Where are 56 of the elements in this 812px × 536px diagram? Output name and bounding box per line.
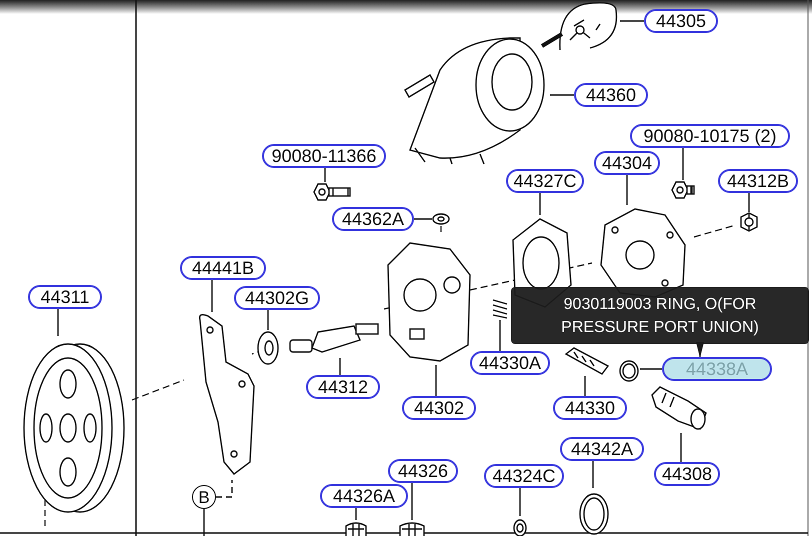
callout-number: 44305 [644, 9, 718, 33]
leader-line [57, 309, 59, 336]
callout-number: 90080-11366 [262, 144, 386, 168]
callout-number: 44311 [28, 285, 102, 309]
leader-line [211, 280, 213, 312]
callout-number: 44338A [662, 357, 772, 381]
callout-number: 44302G [234, 286, 320, 310]
callout-number: 44330 [553, 396, 627, 420]
callout-number: 44326 [388, 459, 458, 483]
callout-number: 44302 [402, 396, 476, 420]
callout-number: 44326A [320, 484, 408, 508]
callout-number: 44360 [574, 83, 648, 107]
callout-number: 90080-10175 (2) [630, 124, 790, 148]
callout-number: 44327C [506, 169, 584, 193]
callout-number: 44441B [180, 256, 266, 280]
tooltip: 9030119003 RING, O(FOR PRESSURE PORT UNION) [511, 287, 809, 344]
callout-number: 44304 [594, 151, 660, 175]
leader-line [626, 175, 628, 205]
leader-line [620, 20, 644, 22]
part-drawing [618, 360, 640, 382]
leader-line [682, 148, 684, 180]
leader-line [584, 376, 586, 396]
leader-line [339, 358, 341, 375]
leader-line [216, 480, 233, 498]
part-drawing [398, 520, 426, 536]
leader-line [748, 193, 750, 212]
callout-number: 44312B [718, 169, 798, 193]
part-drawing [256, 330, 280, 366]
part-drawing [740, 212, 758, 232]
leader-line [680, 433, 682, 462]
leader-line [435, 365, 437, 396]
callout-number: 44330A [470, 351, 550, 375]
leader-line [414, 218, 432, 220]
leader-line [550, 94, 574, 96]
leader-line [640, 368, 662, 370]
callout-number: 44312 [306, 375, 380, 399]
part-drawing [432, 212, 450, 226]
leader-line [519, 488, 521, 516]
part-drawing [540, 0, 620, 50]
leader-line [355, 508, 357, 520]
leader-line [203, 509, 205, 536]
part-drawing [344, 520, 368, 536]
leader-line [411, 483, 413, 520]
leader-line [539, 193, 541, 215]
leader-line [267, 310, 269, 330]
callout-number: 44308 [654, 462, 720, 486]
callout-number: 44362A [332, 207, 414, 231]
part-drawing [670, 180, 696, 200]
leader-line [696, 342, 704, 358]
leader-line [324, 168, 326, 182]
callout-number: 44324C [484, 464, 564, 488]
callout-number: 44342A [560, 437, 644, 461]
part-drawing [562, 346, 612, 376]
leader-line [592, 461, 594, 488]
leader-line [499, 320, 501, 351]
part-drawing [312, 182, 352, 202]
